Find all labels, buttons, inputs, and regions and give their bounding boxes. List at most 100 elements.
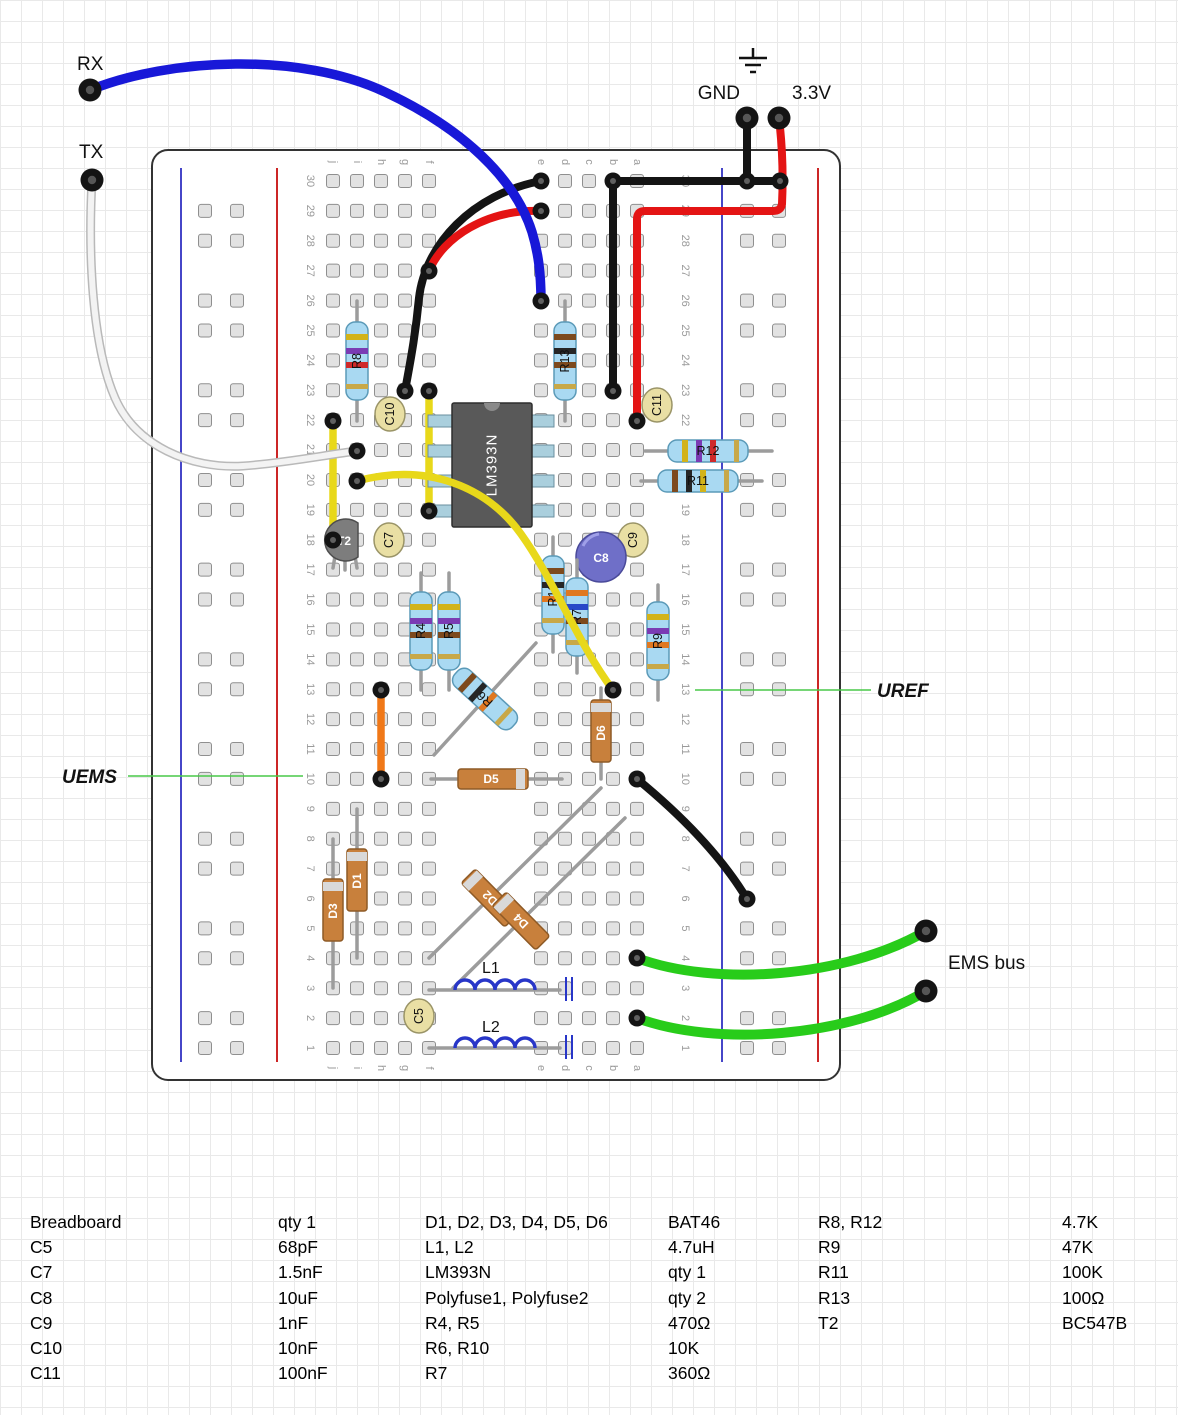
breadboard-hole — [606, 891, 620, 906]
wire-pad — [604, 382, 622, 400]
breadboard-hole — [534, 951, 548, 966]
breadboard-hole — [582, 173, 596, 188]
breadboard-hole — [534, 652, 548, 667]
resistor-body — [646, 601, 670, 681]
resistor-band — [682, 440, 688, 462]
breadboard-hole — [630, 682, 644, 697]
column-letter-label: a — [631, 1065, 643, 1072]
wire-black-mid — [633, 775, 751, 903]
diode-d6: D6 — [590, 686, 612, 781]
row-number-label: 3 — [679, 985, 691, 991]
resistor-band — [410, 618, 432, 624]
breadboard-hole — [582, 443, 596, 458]
bom-part-value: 360Ω — [668, 1363, 711, 1384]
breadboard-hole — [606, 443, 620, 458]
power-rail-hole — [198, 951, 212, 966]
power-rail-hole — [740, 323, 754, 338]
breadboard-hole — [422, 323, 436, 338]
diode-cathode-band — [323, 882, 343, 891]
ems-terminal-pad-1 — [914, 919, 938, 943]
breadboard-hole — [606, 951, 620, 966]
power-rail-hole — [230, 1011, 244, 1026]
resistor-band — [438, 604, 460, 610]
resistor-label: R13 — [558, 349, 572, 372]
bom-part-name: C10 — [30, 1337, 63, 1358]
breadboard-hole — [582, 891, 596, 906]
bom-part-name: C5 — [30, 1237, 53, 1258]
breadboard-hole — [558, 502, 572, 517]
column-letter-label: c — [583, 1065, 595, 1071]
resistor-band — [724, 470, 729, 492]
row-number-label: 18 — [304, 534, 316, 546]
resistor-r5: R5 — [437, 571, 461, 692]
ic-pin — [529, 444, 555, 458]
power-rail-hole — [230, 951, 244, 966]
breadboard-hole — [558, 712, 572, 727]
wire-tx-white — [87, 177, 360, 470]
breadboard-hole — [398, 1041, 412, 1055]
breadboard-hole — [326, 771, 340, 786]
wire-pad — [396, 382, 414, 400]
wire-pad — [604, 681, 622, 699]
breadboard-hole — [558, 233, 572, 248]
resistor-band — [566, 618, 588, 624]
power-rail-hole — [230, 472, 244, 487]
diode-label: D6 — [594, 725, 608, 741]
diode-cathode-band — [516, 769, 525, 789]
capacitor-body — [403, 998, 435, 1034]
power-rail-hole — [198, 383, 212, 398]
row-number-label: 29 — [304, 205, 316, 217]
power-rail-hole — [198, 742, 212, 757]
breadboard-hole — [630, 921, 644, 936]
ems-terminal-pad-2 — [914, 979, 938, 1003]
resistor-r4: R4 — [409, 571, 433, 692]
resistor-band — [542, 618, 564, 623]
breadboard-hole — [422, 891, 436, 906]
resistor-band — [554, 334, 576, 340]
row-number-label: 9 — [304, 806, 316, 812]
breadboard-hole — [422, 742, 436, 757]
resistor-band — [566, 640, 588, 645]
bom-part-name: L1, L2 — [425, 1237, 474, 1258]
row-number-label: 10 — [304, 773, 316, 785]
bom-part-value: 4.7K — [1062, 1212, 1098, 1232]
power-rail-hole — [198, 203, 212, 218]
breadboard-hole — [534, 861, 548, 876]
power-rail-hole — [198, 233, 212, 248]
row-number-label: 11 — [679, 743, 691, 754]
breadboard-hole — [326, 712, 340, 727]
breadboard-hole — [630, 712, 644, 727]
diode-cathode-band — [347, 852, 367, 861]
breadboard-hole — [398, 263, 412, 278]
breadboard-hole — [534, 712, 548, 727]
power-rail-hole — [230, 233, 244, 248]
inductor-coil — [453, 1036, 537, 1049]
bom-part-value: BC547B — [1062, 1312, 1128, 1333]
tx-terminal-pad — [80, 168, 104, 192]
row-number-label: 11 — [304, 743, 316, 754]
breadboard-hole — [606, 801, 620, 816]
resistor-r12: R12 — [643, 439, 774, 463]
annotations: RX TX GND 3.3V UREF UEMS EMS bus — [62, 48, 1025, 974]
breadboard-hole — [630, 801, 644, 816]
breadboard-hole — [582, 383, 596, 398]
breadboard-hole — [534, 742, 548, 757]
resistor-band — [346, 362, 368, 368]
breadboard-hole — [422, 921, 436, 936]
resistor-label: R8 — [350, 353, 364, 369]
power-rail-hole — [230, 831, 244, 846]
breadboard-hole — [630, 592, 644, 607]
breadboard-hole — [374, 233, 388, 248]
jumper-wires-over — [85, 59, 931, 1040]
row-number-label: 15 — [304, 623, 316, 635]
bom-part-value: 100nF — [278, 1363, 328, 1384]
breadboard-hole — [374, 1041, 388, 1055]
power-rail-hole — [230, 502, 244, 517]
column-letter-label: a — [631, 159, 643, 166]
wire-pad — [372, 681, 390, 699]
breadboard-hole — [326, 652, 340, 667]
bom-part-name: R8, R12 — [818, 1212, 883, 1232]
inductor-l2: L2 — [427, 1019, 573, 1059]
